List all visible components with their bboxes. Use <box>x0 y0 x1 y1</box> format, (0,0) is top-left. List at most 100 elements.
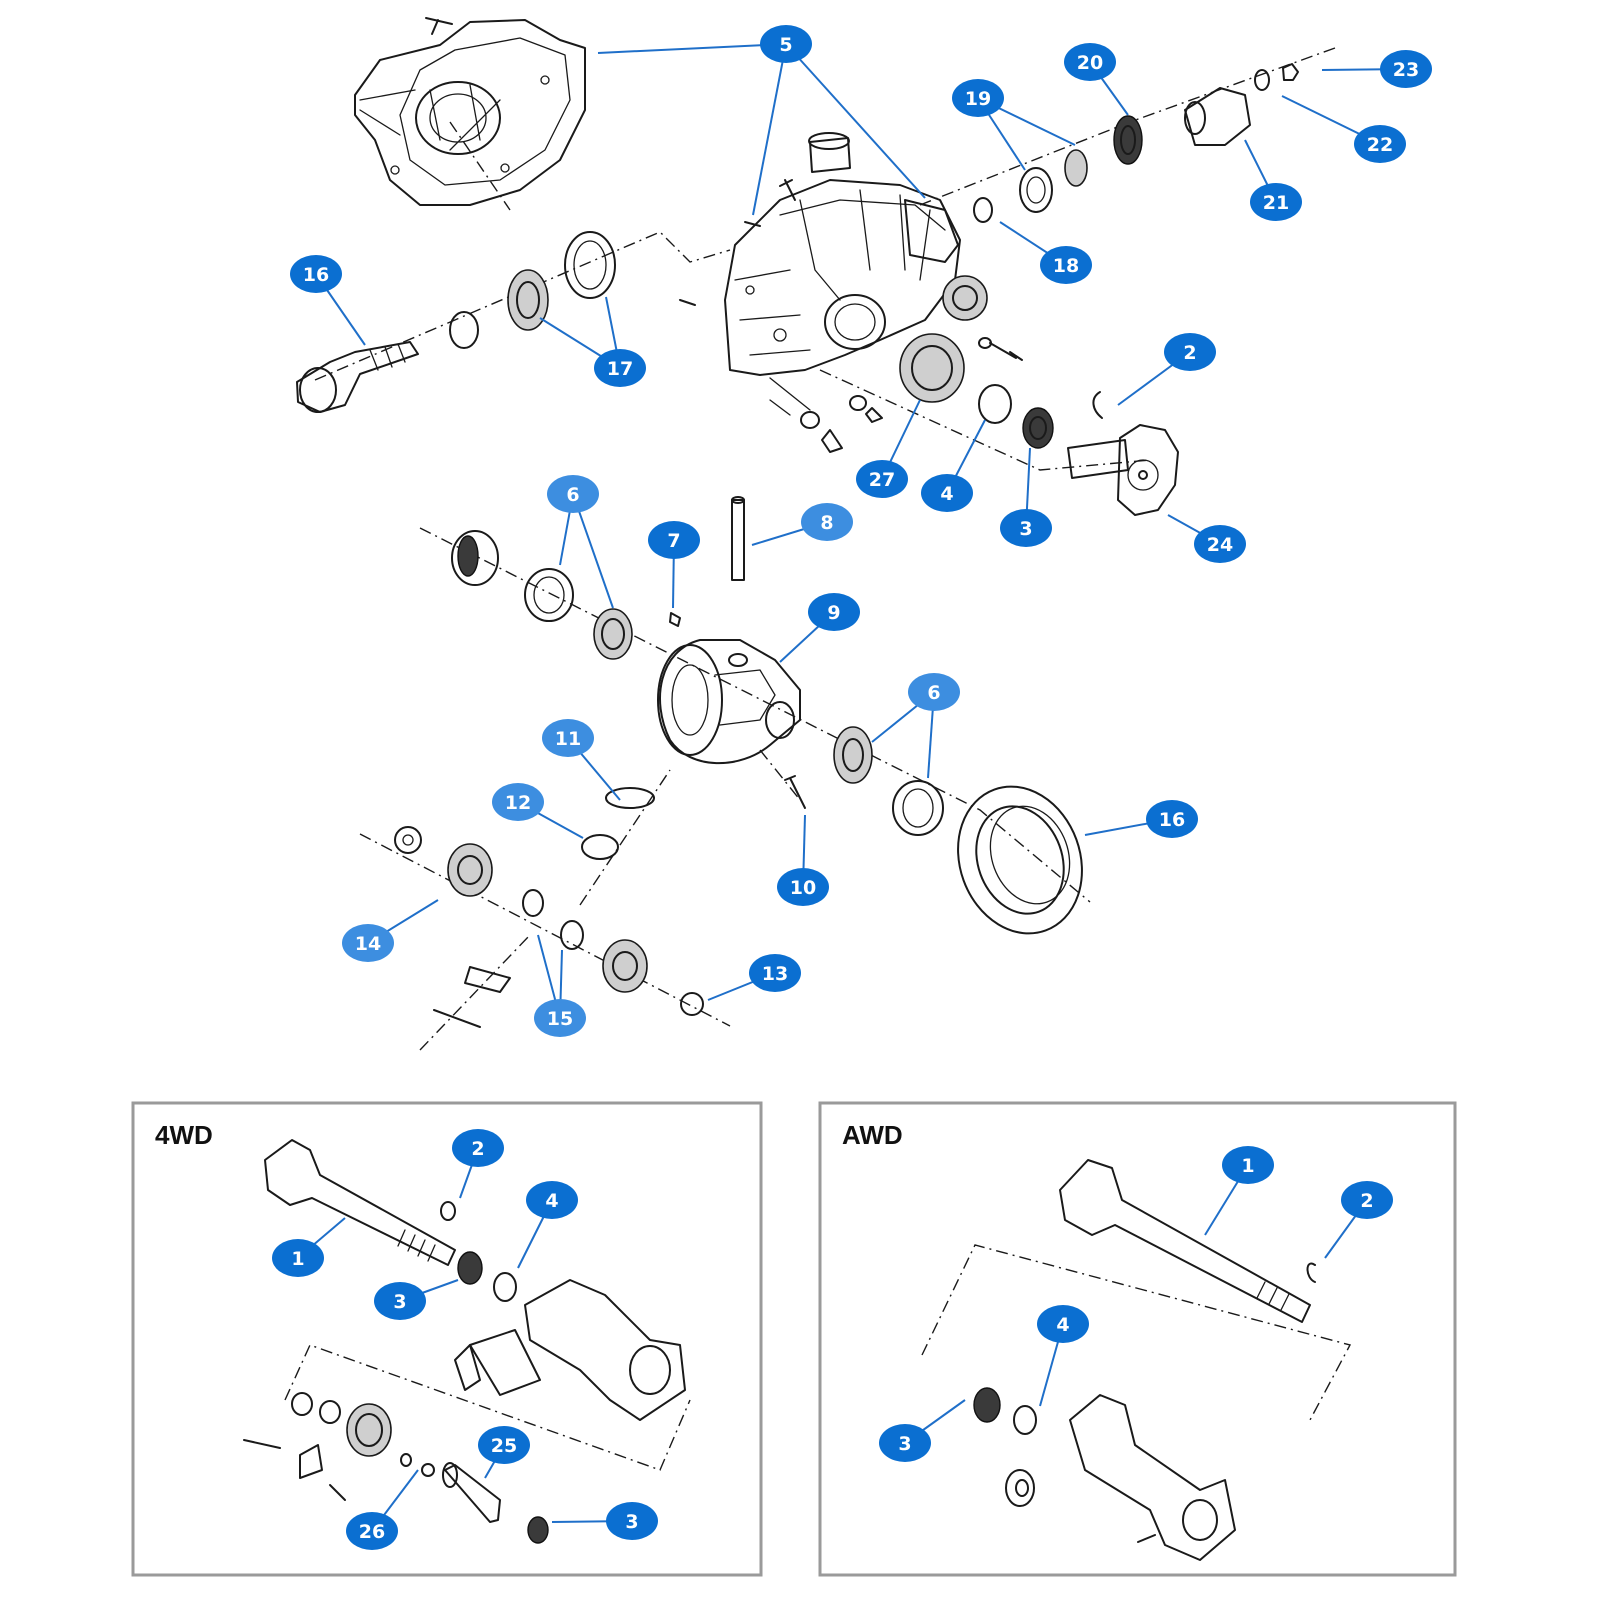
callout-number: 2 <box>1183 342 1196 364</box>
callout-bubble <box>1194 525 1246 563</box>
callout-bubble <box>908 673 960 711</box>
callout-bubble <box>648 521 700 559</box>
callout-bubble <box>801 503 853 541</box>
callout-bubble <box>374 1282 426 1320</box>
callout-bubble <box>547 475 599 513</box>
callout-badge: 19 <box>952 79 1004 117</box>
callout-badge: 24 <box>1194 525 1246 563</box>
callout-badge: 26 <box>346 1512 398 1550</box>
callout-bubble <box>777 868 829 906</box>
callout-badge: 3 <box>1000 509 1052 547</box>
callout-badge: 13 <box>749 954 801 992</box>
assembly-axes <box>314 47 1336 1051</box>
callout-number: 10 <box>790 877 816 899</box>
callout-number: 9 <box>827 602 840 624</box>
leader-line <box>597 43 787 54</box>
callout-number: 20 <box>1077 52 1103 74</box>
callout-badge: 2 <box>1341 1181 1393 1219</box>
callout-bubble <box>346 1512 398 1550</box>
callout-bubble <box>1037 1305 1089 1343</box>
callout-badge: 2 <box>1164 333 1216 371</box>
callout-number: 17 <box>607 358 633 380</box>
callout-number: 26 <box>359 1521 385 1543</box>
callout-bubble <box>290 255 342 293</box>
callout-badge: 7 <box>648 521 700 559</box>
callout-number: 3 <box>393 1291 406 1313</box>
callout-number: 15 <box>547 1008 573 1030</box>
callout-badge: 11 <box>542 719 594 757</box>
callout-badge: 5 <box>760 25 812 63</box>
differential-carrier-housing <box>679 132 961 376</box>
callout-number: 2 <box>1360 1190 1373 1212</box>
callout-bubble <box>1000 509 1052 547</box>
callout-number: 5 <box>779 34 792 56</box>
callout-badge: 16 <box>290 255 342 293</box>
callout-number: 12 <box>505 792 531 814</box>
callout-badge: 6 <box>547 475 599 513</box>
callout-number: 4 <box>940 483 953 505</box>
callout-bubble <box>594 349 646 387</box>
callout-badge: 1 <box>272 1239 324 1277</box>
callout-bubble <box>452 1129 504 1167</box>
callout-number: 11 <box>555 728 581 750</box>
callout-number: 3 <box>1019 518 1032 540</box>
callout-bubble <box>1222 1146 1274 1184</box>
callout-number: 6 <box>927 682 940 704</box>
callout-badge: 21 <box>1250 183 1302 221</box>
callout-number: 24 <box>1207 534 1233 556</box>
callout-bubble <box>1341 1181 1393 1219</box>
input-shaft-assembly <box>296 231 616 413</box>
callout-badge: 3 <box>606 1502 658 1540</box>
pinion-front-parts <box>973 63 1299 223</box>
callout-badge: 4 <box>921 474 973 512</box>
callout-number: 3 <box>625 1511 638 1533</box>
callout-number: 23 <box>1393 59 1419 81</box>
side-gear-parts <box>394 787 704 1028</box>
callout-number: 18 <box>1053 255 1079 277</box>
callout-badge: 12 <box>492 783 544 821</box>
inset-awd-label: AWD <box>842 1120 903 1150</box>
callout-badge: 2 <box>452 1129 504 1167</box>
callout-number: 7 <box>667 530 680 552</box>
callout-badge: 18 <box>1040 246 1092 284</box>
callout-badge: 17 <box>594 349 646 387</box>
callout-number: 27 <box>869 469 895 491</box>
leader-line <box>572 493 614 609</box>
callout-badge: 4 <box>526 1181 578 1219</box>
ring-gear <box>957 785 1083 935</box>
leader-line <box>752 43 787 216</box>
callout-badge: 4 <box>1037 1305 1089 1343</box>
callout-badge: 10 <box>777 868 829 906</box>
callout-number: 6 <box>566 484 579 506</box>
callout-bubble <box>760 25 812 63</box>
callout-badge: 27 <box>856 460 908 498</box>
callout-number: 2 <box>471 1138 484 1160</box>
callout-bubble <box>921 474 973 512</box>
callout-number: 1 <box>1241 1155 1254 1177</box>
callout-bubble <box>952 79 1004 117</box>
callout-bubble <box>492 783 544 821</box>
callout-number: 14 <box>355 933 381 955</box>
callout-bubble <box>272 1239 324 1277</box>
callout-badge: 23 <box>1380 50 1432 88</box>
callout-bubble <box>526 1181 578 1219</box>
side-shaft-parts <box>899 275 1179 516</box>
callout-number: 1 <box>291 1248 304 1270</box>
callout-bubble <box>1250 183 1302 221</box>
callout-bubble <box>808 593 860 631</box>
callout-bubble <box>1146 800 1198 838</box>
main-exploded-view <box>296 17 1336 1051</box>
callout-bubble <box>1064 43 1116 81</box>
callout-badge: 15 <box>534 999 586 1037</box>
callout-bubble <box>1354 125 1406 163</box>
callout-bubble <box>478 1426 530 1464</box>
callout-number: 4 <box>545 1190 558 1212</box>
callout-badge: 9 <box>808 593 860 631</box>
callout-badge: 1 <box>1222 1146 1274 1184</box>
callout-number: 21 <box>1263 192 1289 214</box>
inset-awd: AWD <box>818 1101 1457 1577</box>
main-callouts: 5201923222118161722743246789611121610141… <box>290 25 1432 1037</box>
callout-badge: 16 <box>1146 800 1198 838</box>
